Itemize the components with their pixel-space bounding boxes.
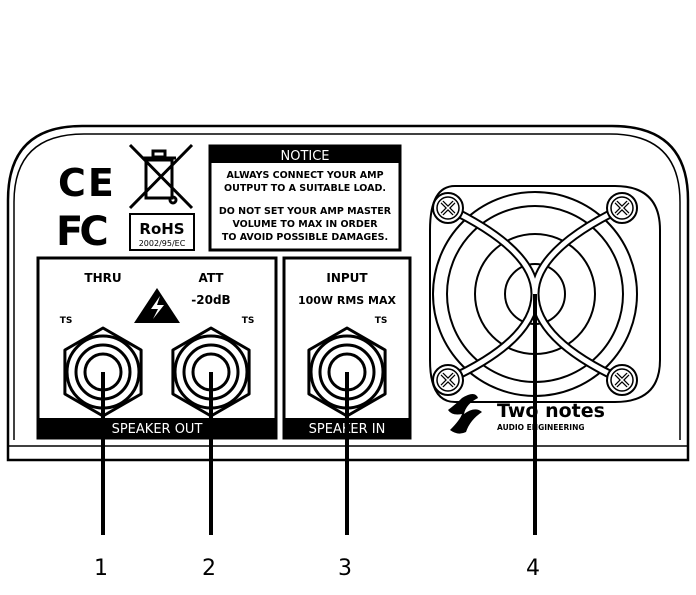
svg-text:NOTICE: NOTICE bbox=[280, 149, 329, 164]
svg-text:TS: TS bbox=[375, 316, 388, 326]
notice-box: NOTICE ALWAYS CONNECT YOUR AMP OUTPUT TO… bbox=[208, 144, 402, 252]
svg-text:OUTPUT TO A SUITABLE LOAD.: OUTPUT TO A SUITABLE LOAD. bbox=[224, 183, 386, 194]
svg-text:TS: TS bbox=[60, 316, 73, 326]
callout-number: 4 bbox=[526, 556, 540, 581]
svg-text:VOLUME TO MAX IN ORDER: VOLUME TO MAX IN ORDER bbox=[232, 219, 378, 230]
screw-icon bbox=[432, 364, 464, 396]
screw-icon bbox=[606, 364, 638, 396]
svg-text:AUDIO ENGINEERING: AUDIO ENGINEERING bbox=[497, 423, 585, 432]
weee-bin-icon bbox=[128, 143, 194, 210]
svg-text:2002/95/EC: 2002/95/EC bbox=[139, 239, 186, 248]
ce-mark: CE bbox=[58, 161, 116, 205]
callout-number: 3 bbox=[338, 556, 352, 581]
svg-text:DO NOT SET YOUR AMP MASTER: DO NOT SET YOUR AMP MASTER bbox=[219, 206, 392, 217]
screw-icon bbox=[432, 192, 464, 224]
svg-text:-20dB: -20dB bbox=[191, 293, 230, 307]
fcc-mark: FC bbox=[56, 209, 106, 255]
svg-text:ALWAYS CONNECT YOUR AMP: ALWAYS CONNECT YOUR AMP bbox=[226, 170, 383, 181]
svg-text:SPEAKER OUT: SPEAKER OUT bbox=[112, 422, 203, 437]
callout-number: 1 bbox=[94, 556, 108, 581]
speaker-out-section: SPEAKER OUT THRU ATT -20dB TS TS bbox=[36, 256, 278, 440]
svg-text:TS: TS bbox=[242, 316, 255, 326]
panel-inner-outline bbox=[13, 133, 681, 440]
svg-text:ATT: ATT bbox=[198, 271, 224, 285]
svg-text:THRU: THRU bbox=[84, 271, 121, 285]
high-voltage-warning-icon bbox=[134, 288, 180, 323]
svg-text:RoHS: RoHS bbox=[139, 220, 184, 238]
svg-text:100W RMS MAX: 100W RMS MAX bbox=[298, 294, 397, 307]
svg-text:INPUT: INPUT bbox=[326, 271, 368, 285]
two-notes-logo: Two notes AUDIO ENGINEERING bbox=[448, 394, 605, 434]
screw-icon bbox=[606, 192, 638, 224]
rohs-mark: RoHS 2002/95/EC bbox=[129, 213, 195, 251]
svg-text:TO AVOID POSSIBLE DAMAGES.: TO AVOID POSSIBLE DAMAGES. bbox=[222, 232, 388, 243]
callout-number: 2 bbox=[202, 556, 216, 581]
svg-text:Two notes: Two notes bbox=[497, 400, 605, 422]
